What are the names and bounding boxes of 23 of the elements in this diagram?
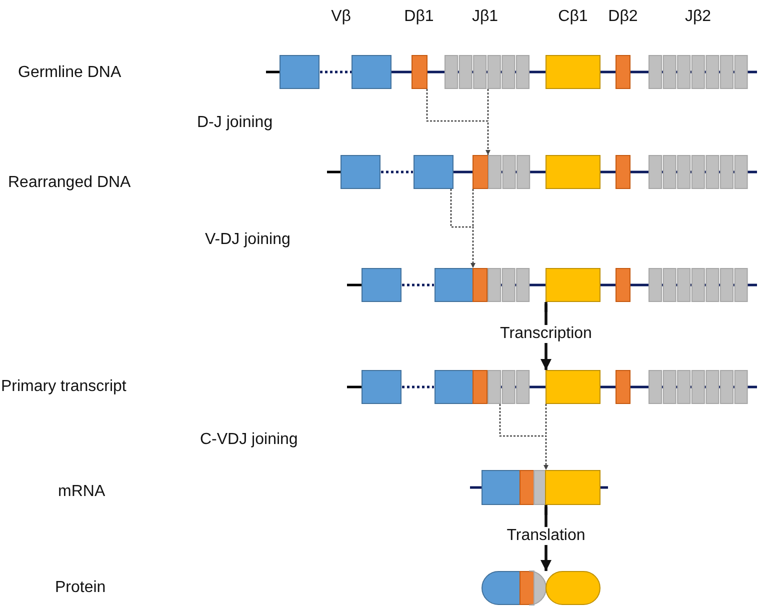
joining-arrow [499,403,549,471]
segment-label: Vβ [331,8,351,26]
gene-segment-drawing [347,370,757,404]
row-label: Protein [55,579,106,597]
segment-label: Dβ2 [608,8,638,26]
segment-label: Cβ1 [558,8,588,26]
joining-arrow [450,188,476,269]
row-label: Germline DNA [18,64,122,82]
gene-segment-drawing [327,155,757,189]
gene-segment-drawing [266,55,757,89]
protein-drawing [482,571,600,605]
step-label: C-VDJ joining [200,431,298,449]
step-label: D-J joining [197,114,273,132]
step-label: V-DJ joining [205,231,290,249]
gene-segment-drawing [470,470,608,505]
segment-label: Jβ2 [684,8,712,26]
gene-segment-drawing [347,268,757,302]
segment-label: Jβ1 [472,8,498,26]
joining-arrow [426,88,491,156]
row-label: Rearranged DNA [8,174,131,192]
row-label: mRNA [58,483,106,501]
row-label: Primary transcript [1,378,126,396]
segment-label: Dβ1 [404,8,434,26]
